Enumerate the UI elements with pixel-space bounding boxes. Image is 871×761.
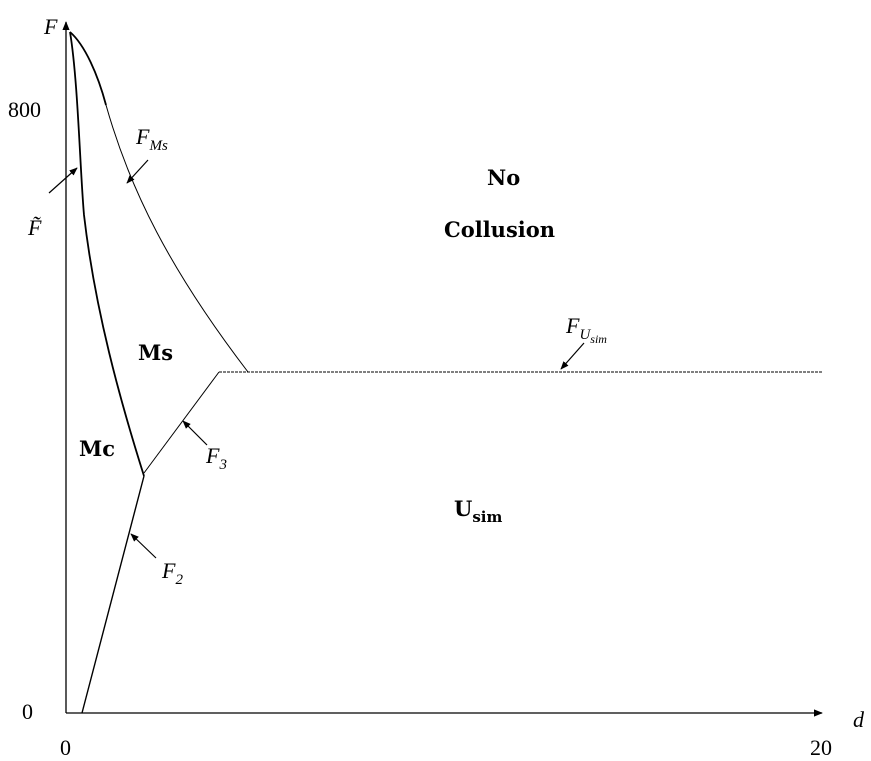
y-tick-800: 800: [8, 97, 41, 122]
arrow-f3: [182, 420, 208, 446]
x-tick-20: 20: [810, 735, 832, 760]
label-f2: F2: [161, 558, 183, 588]
curve-f-tilde: [69, 31, 145, 477]
region-no-collusion-line1: No: [487, 165, 520, 190]
arrow-f-usim: [560, 342, 585, 370]
curve-f3: [143, 371, 220, 474]
arrow-f-tilde: [48, 167, 78, 194]
curve-f-ms: [69, 31, 249, 373]
curve-f-ms-top: [69, 31, 107, 106]
x-tick-0: 0: [60, 735, 71, 760]
curve-f2: [81, 475, 145, 714]
label-f-tilde: F̃: [27, 215, 42, 240]
label-f-ms: FMs: [135, 124, 168, 154]
arrow-f-ms: [126, 159, 149, 184]
region-mc: Mc: [79, 436, 115, 461]
region-ms: Ms: [138, 340, 173, 365]
label-f3: F3: [205, 443, 227, 473]
x-axis-label: d: [853, 707, 865, 732]
y-axis-label: F: [43, 14, 58, 39]
region-u-sim: Usim: [454, 496, 502, 526]
label-f-usim: FUsim: [565, 313, 607, 346]
y-tick-0: 0: [22, 699, 33, 724]
region-no-collusion-line2: Collusion: [444, 217, 555, 242]
arrow-f2: [130, 533, 157, 559]
